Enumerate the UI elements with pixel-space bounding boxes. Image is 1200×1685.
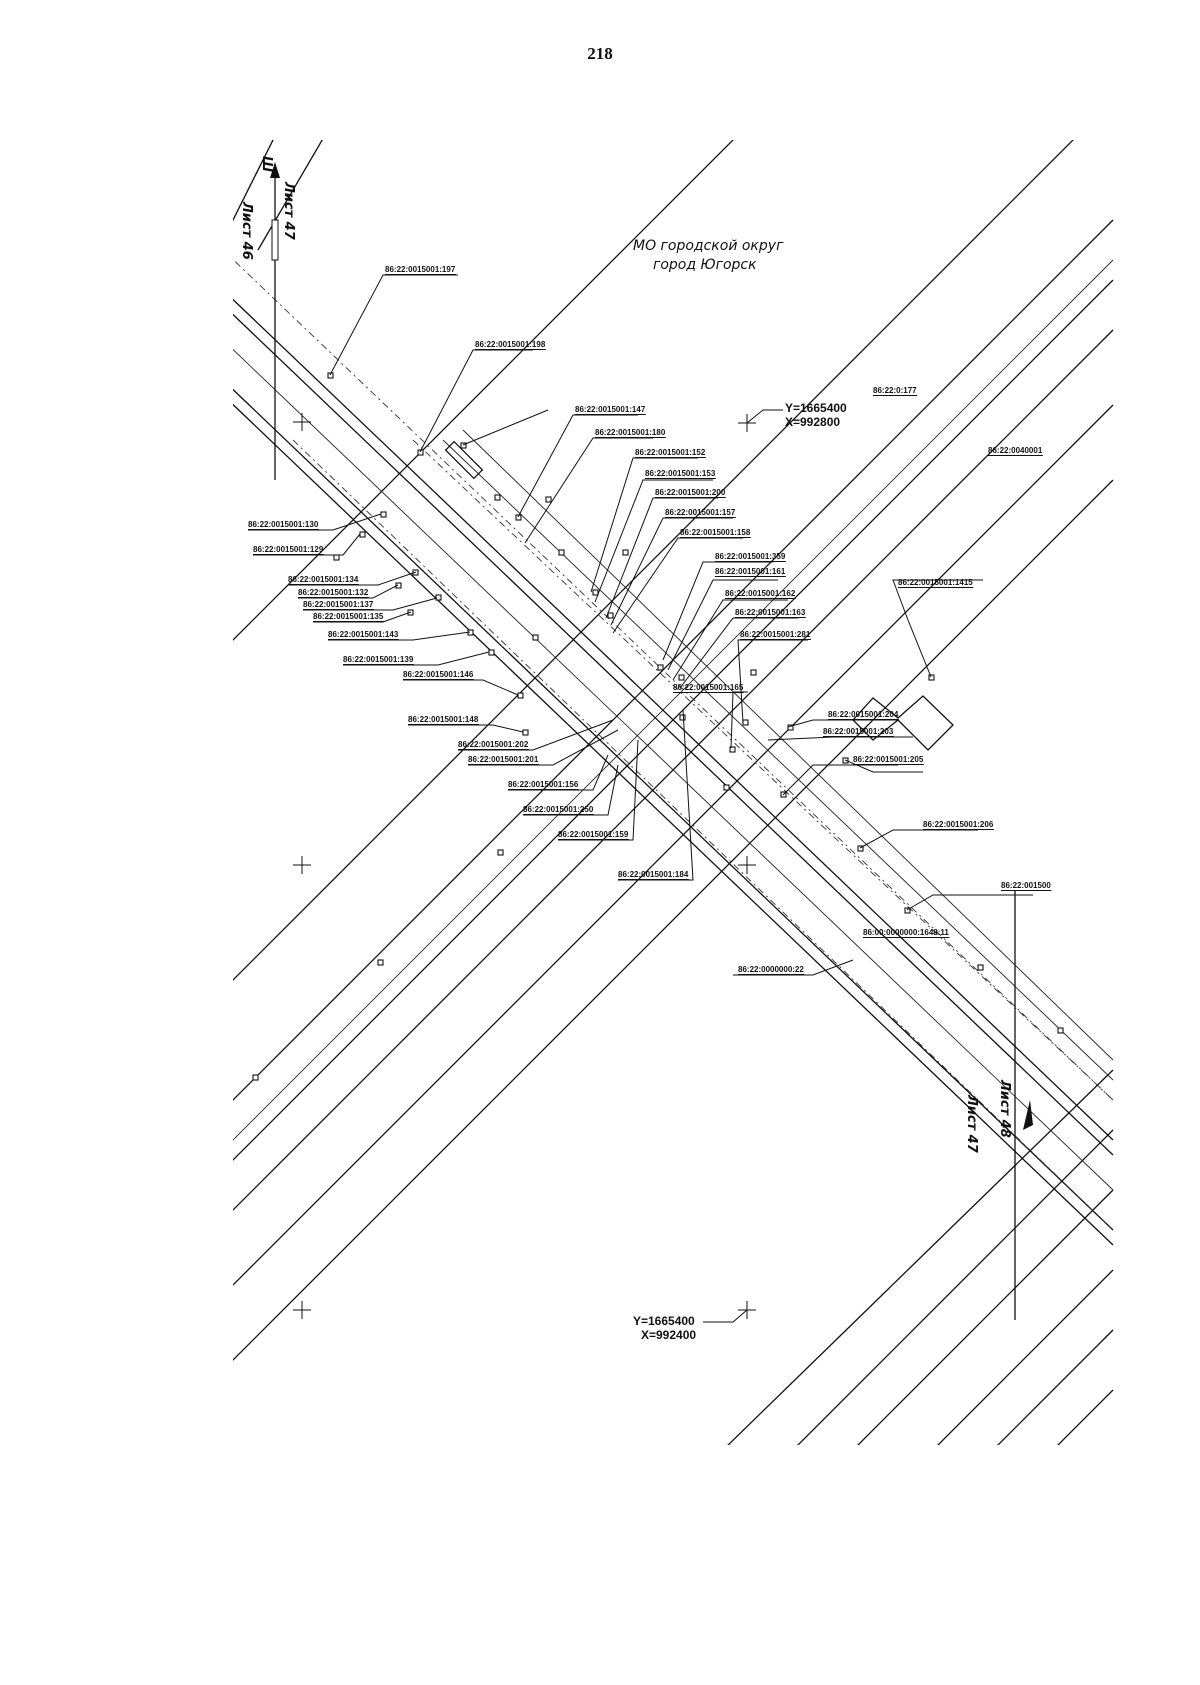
parcel-label: 86:22:0015001:158 — [680, 528, 751, 537]
sheet-boundary-top: Лист 46 Лист 47 Ш — [239, 156, 296, 261]
parcel-label: 86:22:0015001:281 — [740, 630, 811, 639]
parcel-label: 86:22:0015001:139 — [343, 655, 414, 664]
parcel-label: 86:22:0:177 — [873, 386, 917, 395]
area-title: МО городской округ город Югорск — [633, 238, 784, 273]
parcel-label: 86:22:0015001:153 — [645, 469, 716, 478]
parcel-label: 86:22:0015001:201 — [468, 755, 539, 764]
parcel-label: 86:22:0015001:137 — [303, 600, 374, 609]
parcel-label: 86:22:0015001:134 — [288, 575, 359, 584]
parcel-label: 86:22:0015001:156 — [508, 780, 579, 789]
parcel-label: 86:22:0015001:197 — [385, 265, 456, 274]
page-number: 218 — [587, 44, 613, 63]
parcel-label: 86:22:0015001:132 — [298, 588, 369, 597]
parcel-label: 86:22:0015001:165 — [673, 683, 744, 692]
parcel-label: 86:22:0015001:135 — [313, 612, 384, 621]
parcel-label: 86:22:0015001:198 — [475, 340, 546, 349]
parcel-label: 86:22:0015001:148 — [408, 715, 479, 724]
parcel-label: 86:22:0015001:250 — [523, 805, 594, 814]
north-letter: Ш — [259, 156, 274, 172]
parcel-label: 86:22:0015001:359 — [715, 552, 786, 561]
parcel-label: 86:22:0015001:129 — [253, 545, 324, 554]
parcel-labels: 86:22:0015001:197 86:22:0015001:198 86:2… — [248, 265, 1052, 975]
parcel-label: 86:22:0015001:159 — [558, 830, 629, 839]
parcel-label: 86:22:0015001:202 — [458, 740, 529, 749]
sheet-boundary-bottom: Лист 47 Лист 48 — [964, 1079, 1033, 1154]
parcel-label: 86:22:0015001:205 — [853, 755, 924, 764]
parcel-label: 86:00:0000000:1648:11 — [863, 928, 949, 937]
parcel-points — [252, 372, 1064, 1081]
parcel-label: 86:22:0015001:162 — [725, 589, 796, 598]
parcel-label: 86:22:0015001:1415 — [898, 578, 973, 587]
parcel-label: 86:22:0015001:152 — [635, 448, 706, 457]
parcel-label: 86:22:0015001:204 — [828, 710, 899, 719]
parcel-label: 86:22:0015001:206 — [923, 820, 994, 829]
area-label-line2: город Югорск — [653, 257, 757, 273]
parcel-label: 86:22:0015001:180 — [595, 428, 666, 437]
grid-crosses — [293, 413, 756, 1319]
sheet-label-48: Лист 48 — [997, 1079, 1012, 1138]
parcel-label: 86:22:0015001:200 — [655, 488, 726, 497]
boundary-lines — [233, 140, 1114, 1445]
area-label-line1: МО городской округ — [633, 238, 784, 254]
coordinate-y: Y=1665400 — [633, 1314, 695, 1328]
cadastral-map: 86:22:0015001:197 86:22:0015001:198 86:2… — [233, 140, 1118, 1445]
parcel-label: 86:22:0015001:161 — [715, 567, 786, 576]
sheet-label-47: Лист 47 — [281, 181, 296, 241]
parcel-label: 86:22:0015001:143 — [328, 630, 399, 639]
parcel-label: 86:22:0000000:22 — [738, 965, 804, 974]
coordinate-y: Y=1665400 — [785, 401, 847, 415]
parcel-label: 86:22:0015001:163 — [735, 608, 806, 617]
parcel-label: 86:22:0015001:203 — [823, 727, 894, 736]
parcel-label: 86:22:0015001:130 — [248, 520, 319, 529]
map-canvas: 86:22:0015001:197 86:22:0015001:198 86:2… — [233, 140, 1114, 1445]
sheet-label-47-bottom: Лист 47 — [964, 1094, 979, 1154]
coordinate-x: X=992800 — [785, 415, 840, 429]
parcel-label: 86:22:0040001 — [988, 446, 1043, 455]
parcel-label: 86:22:001500 — [1001, 881, 1051, 890]
coordinate-marker-bottom: Y=1665400 X=992400 — [633, 1309, 748, 1342]
parcel-label: 86:22:0015001:146 — [403, 670, 474, 679]
parcel-label: 86:22:0015001:184 — [618, 870, 689, 879]
sheet-label-46: Лист 46 — [239, 201, 254, 260]
coordinate-marker-top: Y=1665400 X=992800 — [746, 401, 847, 429]
parcel-label: 86:22:0015001:157 — [665, 508, 736, 517]
parcel-label: 86:22:0015001:147 — [575, 405, 646, 414]
coordinate-x: X=992400 — [641, 1328, 696, 1342]
